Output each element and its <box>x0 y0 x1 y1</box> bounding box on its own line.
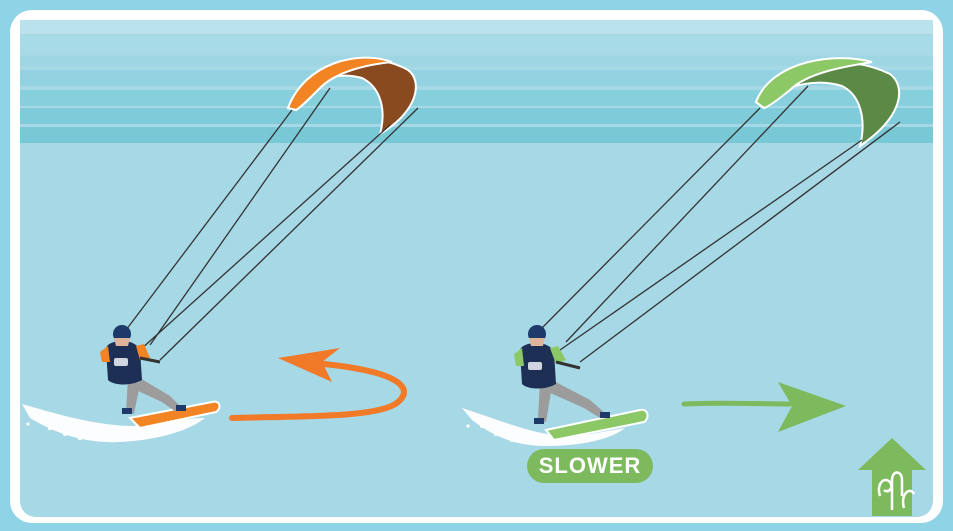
slower-label: SLOWER <box>527 449 653 483</box>
